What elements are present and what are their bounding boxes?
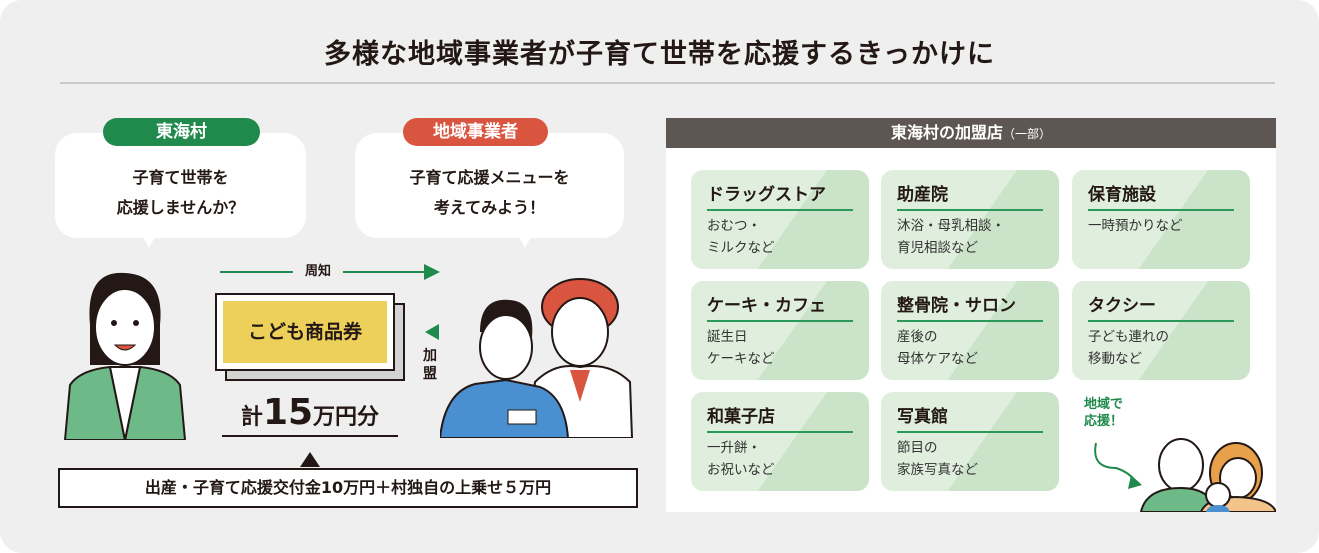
store-name: 写真館: [897, 402, 1043, 433]
total-amount: 15: [262, 392, 314, 433]
store-desc: 節目の 家族写真など: [897, 440, 978, 478]
business-label: 地域事業者: [403, 118, 548, 146]
store-card: 和菓子店一升餅・ お祝いなど: [691, 392, 869, 491]
speech-line: 応援しませんか？: [116, 198, 245, 217]
family-illustration: [1094, 438, 1276, 512]
store-name: 整骨院・サロン: [897, 291, 1043, 322]
coupon-name: こども商品券: [223, 301, 387, 363]
store-desc: 産後の 母体ケアなど: [897, 329, 978, 367]
store-card: ドラッグストアおむつ・ ミルクなど: [691, 170, 869, 269]
store-card: 保育施設一時預かりなど: [1072, 170, 1250, 269]
panel-title-note: （一部）: [1003, 127, 1052, 141]
member-stores-panel: 東海村の加盟店（一部） ドラッグストアおむつ・ ミルクなど 助産院沐浴・母乳相談…: [666, 118, 1276, 512]
coupon-total: 計15万円分: [222, 392, 398, 437]
business-owners-illustration: [440, 278, 634, 438]
panel-title: 東海村の加盟店: [890, 123, 1003, 142]
store-desc: 誕生日 ケーキなど: [707, 329, 775, 367]
divider: [60, 82, 1275, 84]
panel-header: 東海村の加盟店（一部）: [666, 118, 1276, 148]
speech-line: 子育て応援メニューを: [409, 168, 570, 187]
store-desc: 一時預かりなど: [1088, 218, 1183, 234]
coupon: こども商品券: [215, 293, 395, 371]
store-desc: おむつ・ ミルクなど: [707, 218, 775, 256]
total-suffix: 万円分: [313, 405, 380, 430]
join-arrow: [425, 324, 439, 340]
speech-line: 子育て世帯を: [132, 168, 229, 187]
join-char: 盟: [423, 366, 437, 382]
business-speech-bubble: 子育て応援メニューを 考えてみよう！: [355, 133, 624, 248]
store-desc: 一升餅・ お祝いなど: [707, 440, 775, 478]
support-label: 地域で 応援！: [1084, 396, 1123, 430]
village-staff-illustration: [63, 272, 187, 440]
funding-box: 出産・子育て応援交付金10万円＋村独自の上乗せ５万円: [58, 468, 638, 508]
village-label: 東海村: [103, 118, 260, 146]
support-line: 応援！: [1084, 414, 1124, 429]
notify-label: 周知: [304, 264, 331, 279]
store-name: 助産院: [897, 180, 1043, 211]
store-name: タクシー: [1088, 291, 1234, 322]
store-card: タクシー子ども連れの 移動など: [1072, 281, 1250, 380]
page-title: 多様な地域事業者が子育て世帯を応援するきっかけに: [324, 39, 995, 70]
store-desc: 沐浴・母乳相談・ 育児相談など: [897, 218, 1005, 256]
speech-line: 考えてみよう！: [433, 198, 546, 217]
store-desc: 子ども連れの 移動など: [1088, 329, 1169, 367]
store-name: ドラッグストア: [707, 180, 853, 211]
store-name: 和菓子店: [707, 402, 853, 433]
store-card: 写真館節目の 家族写真など: [881, 392, 1059, 491]
store-card: ケーキ・カフェ誕生日 ケーキなど: [691, 281, 869, 380]
store-card: 助産院沐浴・母乳相談・ 育児相談など: [881, 170, 1059, 269]
join-label: 加 盟: [423, 347, 437, 383]
store-name: 保育施設: [1088, 180, 1234, 211]
support-line: 地域で: [1084, 397, 1124, 412]
notify-arrow: [220, 264, 440, 280]
store-card: 整骨院・サロン産後の 母体ケアなど: [881, 281, 1059, 380]
join-char: 加: [423, 348, 437, 364]
village-speech-bubble: 子育て世帯を 応援しませんか？: [55, 133, 306, 248]
total-prefix: 計: [240, 405, 263, 430]
up-triangle-icon: [300, 452, 320, 467]
store-name: ケーキ・カフェ: [707, 291, 853, 322]
